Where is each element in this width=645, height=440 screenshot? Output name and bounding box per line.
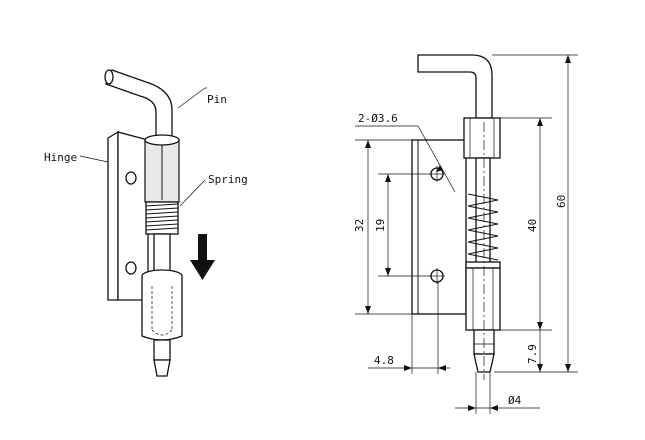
front-view: 2-Ø3.6 32 19 40 [353,54,578,414]
dim-7-9: 7.9 [526,330,543,372]
dim-dia-4: Ø4 [455,372,540,414]
hinge-label: Hinge [44,151,77,164]
front-plate [411,139,467,315]
front-barrel-lower [465,267,501,331]
front-barrel-upper [463,117,501,159]
front-pin-handle [417,54,493,119]
hinge-plate [107,130,149,301]
svg-text:19: 19 [374,219,387,232]
svg-text:Ø4: Ø4 [508,394,522,407]
svg-text:32: 32 [353,219,366,232]
hinge-leader [79,155,109,163]
svg-text:4.8: 4.8 [374,354,394,367]
svg-text:40: 40 [526,219,539,232]
pin-handle [104,69,173,141]
hole-dimension: 2-Ø3.6 [355,112,456,193]
spring-label: Spring [208,173,248,186]
svg-text:7.9: 7.9 [526,344,539,364]
spring-coils [145,201,179,235]
spring-leader [179,179,206,207]
svg-text:2-Ø3.6: 2-Ø3.6 [358,112,398,125]
pin-label: Pin [207,93,227,106]
dim-19: 19 [374,173,431,277]
pin-tip [153,339,171,377]
barrel-lower [141,269,183,341]
down-arrow-icon [190,234,215,280]
dim-60: 60 [492,54,578,373]
dim-40: 40 [500,117,552,331]
dim-4-8: 4.8 [368,282,450,374]
dim-32: 32 [353,139,412,315]
svg-text:60: 60 [555,195,568,208]
barrel-upper [144,134,180,203]
iso-view: Pin Hinge Spring [44,69,248,377]
inner-shaft [153,233,171,273]
pin-leader [177,87,206,109]
